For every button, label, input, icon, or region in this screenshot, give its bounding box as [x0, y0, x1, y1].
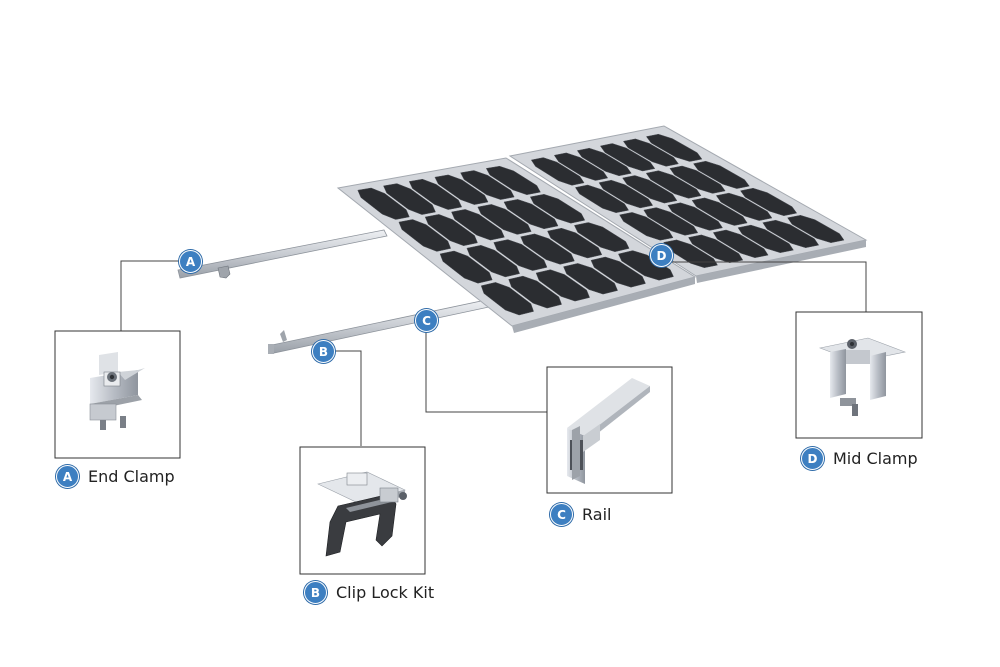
clip-lock-kit-label: Clip Lock Kit [336, 583, 435, 602]
solar-cell [529, 194, 586, 224]
end-clamp-illustration [54, 330, 181, 459]
solar-cell [574, 222, 630, 252]
solar-cell [493, 239, 548, 271]
solar-cell [598, 179, 654, 209]
badge-b-label: B [304, 581, 327, 604]
solar-cell [576, 147, 632, 177]
rail-illustration [546, 366, 673, 494]
badge-d-label: D [801, 447, 824, 470]
end-clamp-label: End Clamp [88, 467, 175, 486]
rail-end-cap [268, 344, 274, 354]
solar-cell [520, 233, 575, 265]
solar-cell [590, 256, 646, 288]
solar-cell [503, 199, 559, 230]
solar-cell [574, 184, 630, 213]
solar-cell [398, 219, 452, 252]
solar-cell [619, 212, 674, 241]
solar-cell [691, 197, 748, 226]
solar-panels [336, 125, 868, 333]
solar-cell [618, 250, 674, 281]
rail-lower [271, 299, 490, 354]
solar-cell [357, 187, 410, 220]
solar-cell [762, 219, 820, 248]
leader-a [120, 260, 190, 331]
solar-cell [667, 202, 723, 231]
solar-cell [466, 245, 520, 278]
solar-cell [439, 250, 493, 284]
solar-cell [508, 275, 562, 309]
panel-right-cells [530, 133, 845, 268]
solar-cell [408, 178, 463, 210]
badge-a-label: A [56, 465, 79, 488]
panel-left-edge [512, 277, 695, 333]
solar-cell [693, 160, 750, 189]
solar-cell [715, 192, 773, 221]
label-mid-clamp: D Mid Clamp [801, 447, 918, 470]
label-rail: C Rail [550, 503, 611, 526]
solar-cell [643, 207, 699, 236]
mid-clamp-label: Mid Clamp [833, 449, 918, 468]
end-clamp-small [217, 265, 231, 279]
label-clip-lock-kit: B Clip Lock Kit [304, 581, 434, 604]
solar-cell [599, 143, 656, 172]
solar-cell [460, 170, 515, 200]
solar-cell [535, 269, 590, 302]
solar-cell [645, 170, 702, 199]
badge-c-marker: C [415, 309, 438, 332]
solar-cell [688, 234, 744, 263]
badge-d-marker: D [650, 244, 673, 267]
leader-c [425, 320, 547, 413]
solar-cell [622, 175, 678, 204]
solar-cell [663, 239, 718, 268]
clip-lock-kit-illustration [299, 446, 426, 575]
solar-cell [622, 138, 679, 167]
solar-cell [477, 204, 532, 235]
panel-left-cells [357, 165, 674, 316]
solar-cell [451, 209, 505, 241]
label-end-clamp: A End Clamp [56, 465, 175, 488]
solar-cell [563, 263, 618, 295]
badge-a-marker: A [179, 250, 202, 273]
solar-cell [424, 214, 478, 246]
solar-cell [645, 133, 703, 162]
solar-cell [383, 183, 436, 215]
clip-small [280, 330, 287, 342]
solar-cell [669, 165, 726, 194]
solar-cell [485, 165, 541, 195]
solar-cell [480, 282, 534, 316]
badge-c-label: C [550, 503, 573, 526]
solar-cell [530, 157, 585, 186]
solar-cell [740, 187, 798, 216]
solar-cell [547, 227, 603, 259]
solar-cell [712, 229, 769, 258]
badge-b-marker: B [312, 340, 335, 363]
solar-cell [737, 224, 794, 253]
solar-cell [434, 174, 489, 205]
rail-upper [177, 229, 388, 279]
solar-cell [787, 215, 845, 243]
solar-cell [553, 152, 609, 181]
leader-b [323, 350, 362, 446]
rail-label: Rail [582, 505, 612, 524]
mid-clamp-illustration [795, 311, 923, 439]
